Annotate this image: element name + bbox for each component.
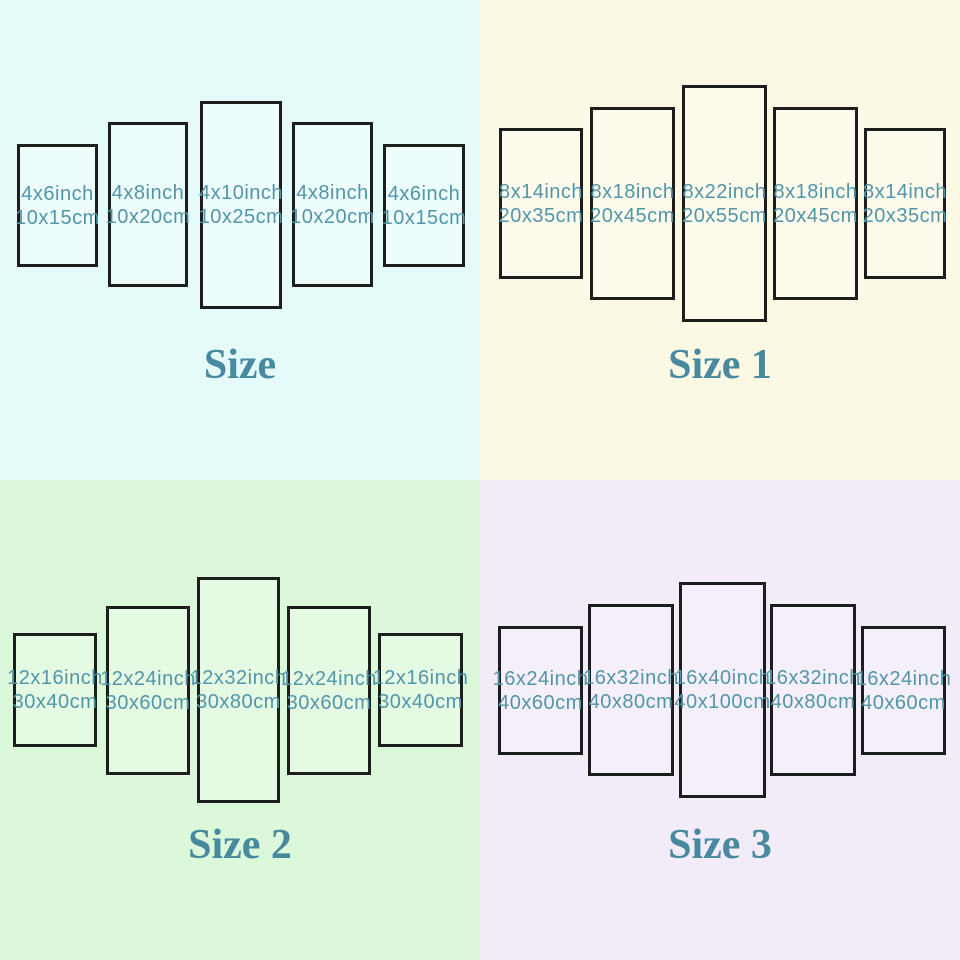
panel-size-inch: 12x24inch <box>281 667 377 690</box>
panel-size-cm: 40x80cm <box>588 691 674 713</box>
panel-size-cm: 40x100cm <box>674 691 771 713</box>
panel-size-inch: 8x22inch <box>682 180 767 203</box>
panel-size-cm: 20x45cm <box>773 204 858 227</box>
panel-size-cm: 10x15cm <box>381 206 467 229</box>
panel-size-inch: 16x32inch <box>583 667 679 689</box>
panel-size-inch: 16x32inch <box>765 667 861 689</box>
panel-size-cm: 40x60cm <box>498 691 583 714</box>
panel-size-inch: 8x18inch <box>773 180 858 203</box>
panel-size-cm: 30x40cm <box>12 691 98 713</box>
panel-size-cm: 10x20cm <box>290 205 375 228</box>
panel-size-cm: 30x60cm <box>286 691 372 714</box>
quadrant-title: Size 3 <box>668 822 772 868</box>
panel-size-inch: 16x24inch <box>855 667 952 690</box>
panel-size-cm: 20x35cm <box>498 204 584 227</box>
panel-size-inch: 12x16inch <box>7 667 103 689</box>
panel-size-cm: 20x35cm <box>862 204 948 227</box>
panel-size-inch: 12x24inch <box>100 667 196 690</box>
panel-size-inch: 12x32inch <box>190 667 287 689</box>
panel-size-cm: 30x80cm <box>196 691 281 713</box>
panel-size-cm: 20x55cm <box>682 204 767 227</box>
panel-size-inch: 8x18inch <box>590 180 675 203</box>
panel-size-inch: 12x16inch <box>372 667 469 689</box>
panel-size-cm: 20x45cm <box>590 204 675 227</box>
panel-size-inch: 4x10inch <box>198 182 284 204</box>
panel-size-inch: 16x24inch <box>492 667 589 690</box>
panel-size-inch: 4x8inch <box>296 181 369 204</box>
panel-size-inch: 4x6inch <box>21 182 94 205</box>
quadrant-title: Size 1 <box>668 342 772 388</box>
quadrant-title: Size <box>203 342 277 388</box>
panel-size-inch: 4x8inch <box>111 181 185 204</box>
panel-size-cm: 30x40cm <box>378 691 463 713</box>
panel-size-cm: 10x15cm <box>15 206 100 229</box>
panel-size-cm: 40x60cm <box>861 691 946 714</box>
panel-size-cm: 30x60cm <box>105 691 191 714</box>
quadrant-title: Size 2 <box>188 822 292 868</box>
panel-size-cm: 40x80cm <box>770 691 856 713</box>
panel-size-cm: 10x20cm <box>105 205 191 228</box>
panel-size-inch: 8x14inch <box>498 180 584 203</box>
panel-size-cm: 10x25cm <box>198 206 284 228</box>
panel-size-inch: 4x6inch <box>387 182 461 205</box>
panel-size-inch: 16x40inch <box>674 667 771 689</box>
panel-size-inch: 8x14inch <box>862 180 948 203</box>
